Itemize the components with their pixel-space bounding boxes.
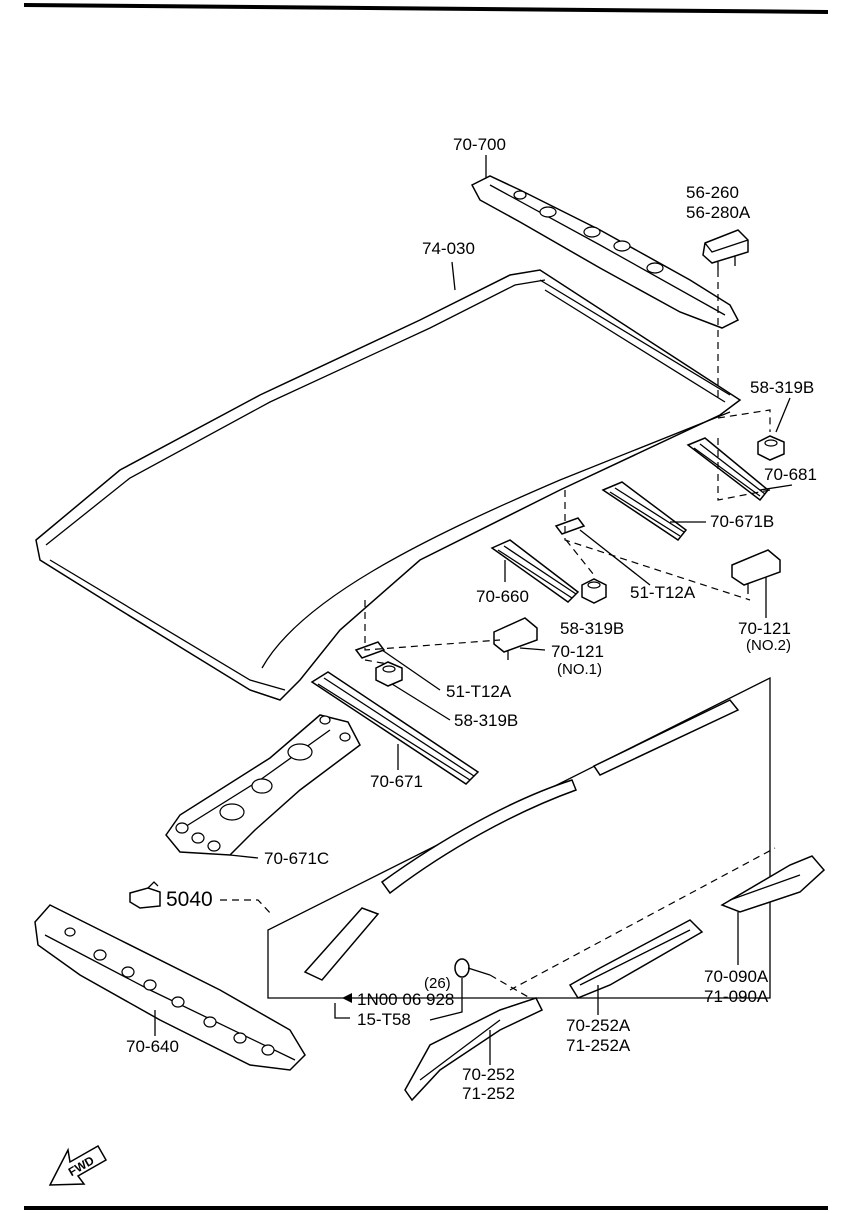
fwd-arrow-icon: FWD [48,1144,108,1186]
label-70-671b: 70-671B [710,512,774,531]
label-70-252a: 70-252A [566,1016,631,1035]
label-leaders [154,155,793,1065]
label-51-t12a-left: 51-T12A [446,682,512,701]
clip-70-121-no2 [731,549,781,594]
front-header-70-640-part [34,904,306,1071]
label-70-700: 70-700 [453,135,506,154]
label-58-319b-mid: 58-319B [560,619,624,638]
label-51-t12a-right: 51-T12A [630,583,696,602]
label-70-121-no1-sub: (NO.1) [557,661,602,678]
clip-56-260-part [702,229,749,270]
bolt-part [454,847,776,999]
reinforcement-70-671c-part [165,714,361,856]
roof-bow-70-671b-part [601,481,688,542]
bracket-70-252-part [404,997,544,1102]
roof-bow-70-681-part [686,437,770,502]
reference-5040[interactable]: 5040 [166,888,213,911]
label-70-121-no1: 70-121 [551,642,604,661]
label-56-280a: 56-280A [686,203,751,222]
label-15-t58: 15-T58 [357,1010,411,1029]
rear-header-rail-part [470,175,740,329]
pointing-hand-icon [129,881,161,909]
roof-bow-70-660-part [490,539,580,603]
label-70-121-no2-sub: (NO.2) [746,637,791,654]
bracket-51-t12a-right [554,517,586,535]
nut-58-319b-mid [581,578,607,604]
label-70-660: 70-660 [476,587,529,606]
label-70-640: 70-640 [126,1037,179,1056]
label-70-252: 70-252 [462,1065,515,1084]
label-70-090a: 70-090A [704,967,769,986]
label-70-671c: 70-671C [264,849,329,868]
molding-group-5040 [267,676,771,999]
clip-70-121-no1 [493,617,538,660]
top-border [23,3,829,14]
label-56-260: 56-260 [686,183,739,202]
dashed-leaders [364,270,771,665]
label-71-252a: 71-252A [566,1036,631,1055]
label-58-319b-left: 58-319B [454,711,518,730]
roof-panel-part [35,269,742,701]
label-70-671: 70-671 [370,772,423,791]
label-70-121-no2: 70-121 [738,619,791,638]
label-74-030: 74-030 [422,239,475,258]
label-torque-26: (26) [424,975,451,992]
arrow-marker-icon [342,993,352,1003]
roof-bow-70-671-part [310,671,480,785]
nut-58-319b-left [375,661,403,687]
label-71-252: 71-252 [462,1084,515,1103]
label-1n00-06-928: 1N00 06 928 [357,990,454,1009]
label-71-090a: 71-090A [704,987,769,1006]
label-58-319b-top: 58-319B [750,378,814,397]
bracket-70-252a-part [568,919,704,999]
bracket-70-090a-part [720,855,826,913]
label-70-681: 70-681 [764,465,817,484]
nut-58-319b-top [757,435,785,461]
